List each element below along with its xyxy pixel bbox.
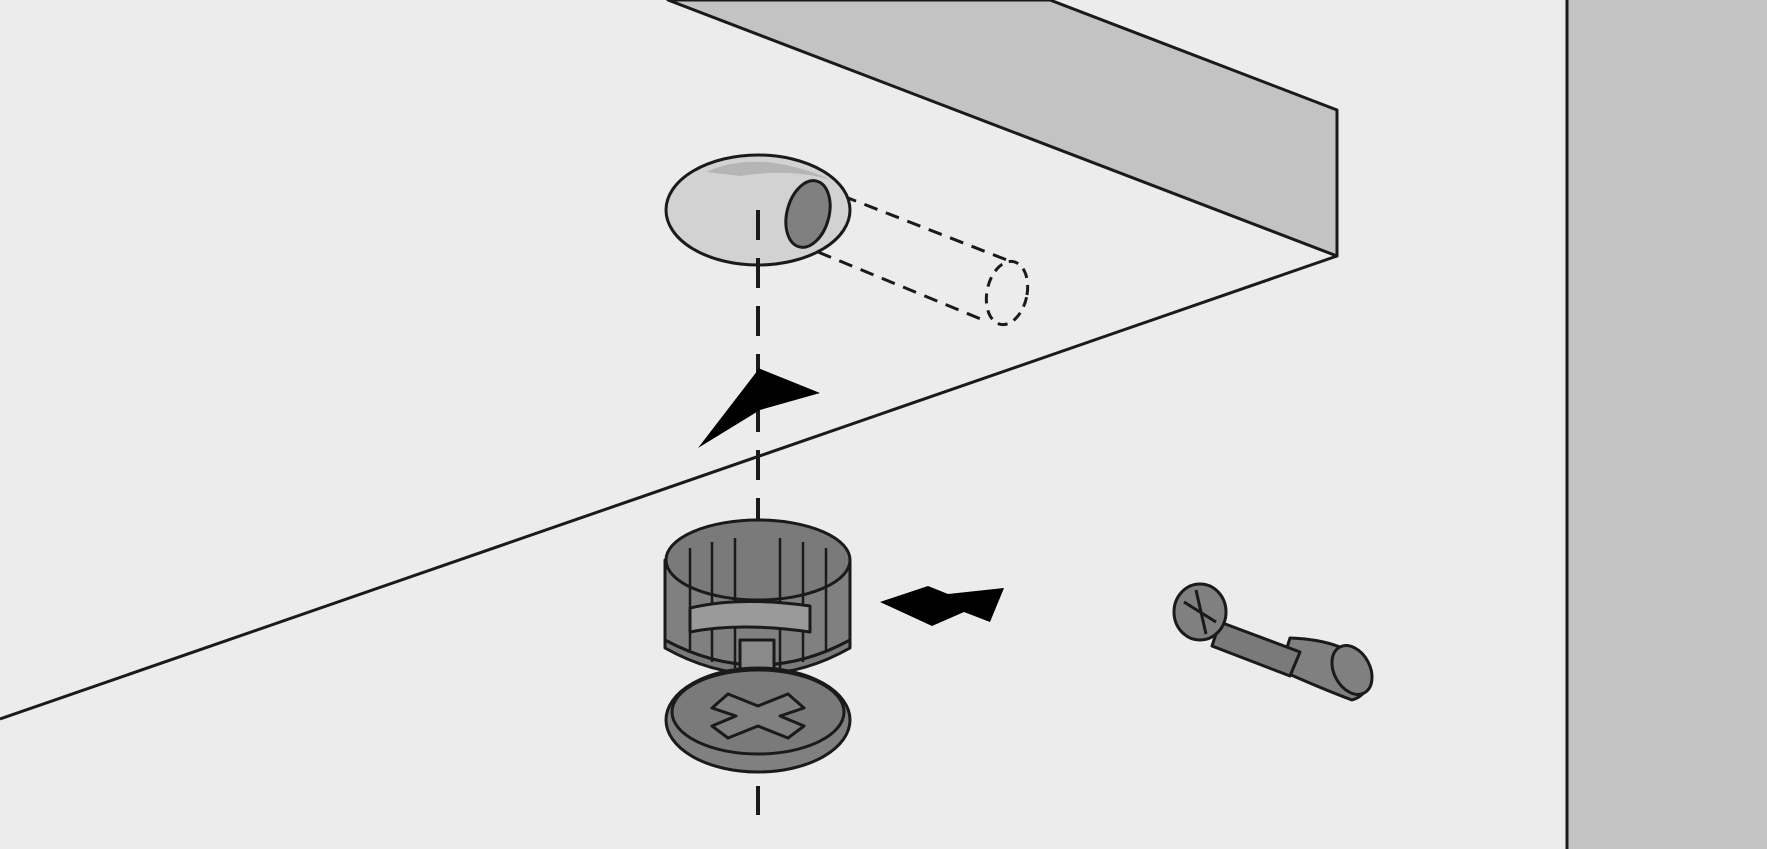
dowel-channel-end [984,259,1030,327]
side-panel [1565,0,1767,849]
side-panel-face [1567,0,1767,849]
cam-lock-nut [663,518,852,774]
rotate-lock-arrow [880,586,1004,626]
dowel-channel [817,194,1030,327]
insert-up-arrow [698,368,820,448]
cam-lock-hole-shadow [706,161,832,180]
cam-lock-nut-slot [688,599,812,634]
cam-lock-nut-top [664,518,852,602]
cam-lock-nut-x-slot [710,692,806,740]
board-underside [0,0,1339,721]
cam-lock-hole-side-opening [784,179,832,249]
cross-head-icon [1183,589,1217,635]
board-front-edge [0,254,1338,721]
cam-dowel-screw-neck [1210,620,1302,678]
dowel-channel-bottom-line [817,250,989,324]
cam-dowel-screw-shank-end [1330,644,1374,696]
dowel-channel-top-line [842,194,1013,264]
cam-dowel-screw [1172,582,1374,702]
